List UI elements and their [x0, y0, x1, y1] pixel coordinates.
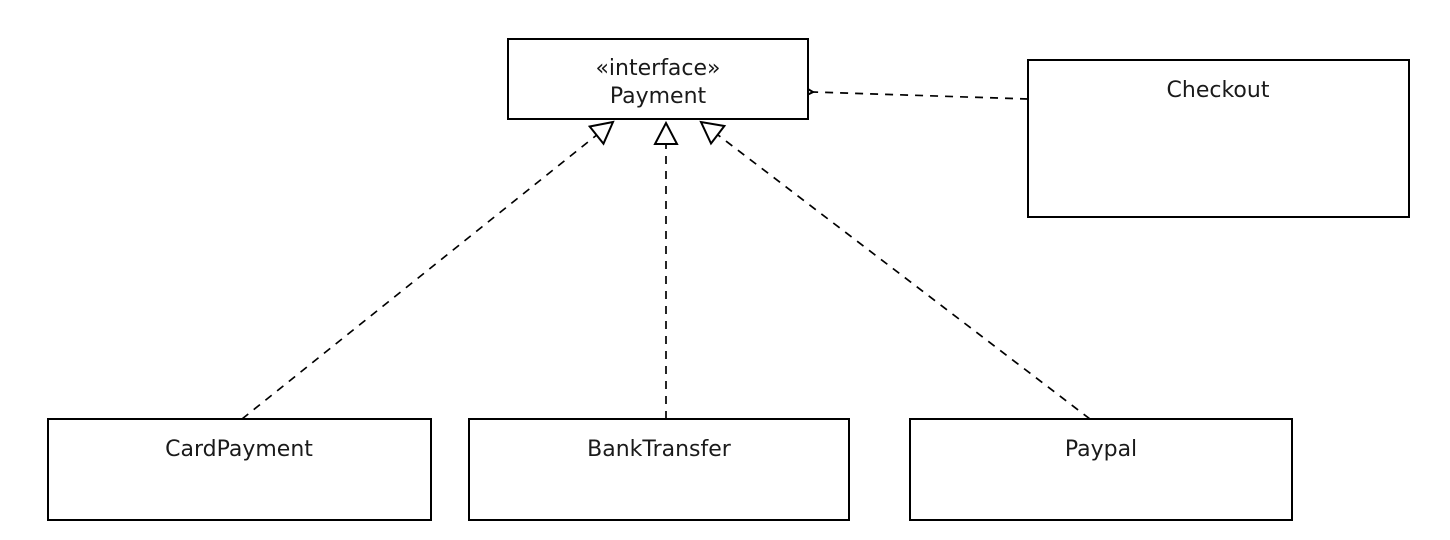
- payment-box: [507, 38, 809, 120]
- paypal-name: Paypal: [1065, 437, 1137, 462]
- payment-stereotype: «interface»: [595, 56, 720, 81]
- cardpayment-box: [47, 418, 432, 521]
- edge-paypal-realizes-payment: [699, 120, 1091, 420]
- class-node-checkout: Checkout: [1027, 59, 1410, 218]
- paypal-name-box: [909, 418, 1293, 521]
- edge-cardpayment-realizes-payment: [241, 120, 615, 420]
- payment-name: Payment: [610, 84, 707, 109]
- class-node-cardpayment: CardPayment: [47, 418, 432, 521]
- class-node-banktransfer: BankTransfer: [468, 418, 850, 521]
- checkout-box: [1027, 59, 1410, 218]
- class-node-payment: «interface» Payment: [507, 38, 809, 120]
- class-node-paypal: Paypal: [909, 418, 1293, 521]
- checkout-name: Checkout: [1167, 78, 1270, 103]
- cardpayment-name: CardPayment: [165, 437, 313, 462]
- edge-checkout-depends-on-payment: [813, 92, 1029, 99]
- banktransfer-box: [468, 418, 850, 521]
- banktransfer-name: BankTransfer: [587, 437, 732, 462]
